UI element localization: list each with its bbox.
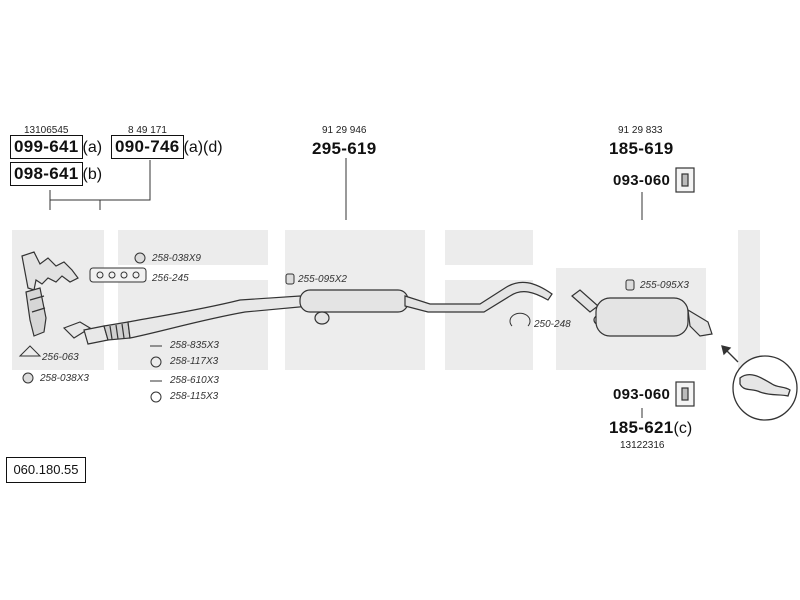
- part-number-p5[interactable]: 185-619: [609, 139, 674, 158]
- accessory-a4[interactable]: 258-038X3: [40, 373, 89, 384]
- accessory-a11[interactable]: 255-095X3: [640, 280, 689, 291]
- diagram-reference: 060.180.55: [6, 457, 86, 483]
- accessory-a10[interactable]: 250-248: [534, 319, 571, 330]
- part-number-p2[interactable]: 090-746: [111, 135, 184, 159]
- accessory-a3[interactable]: 256-063: [42, 352, 79, 363]
- accessory-a6[interactable]: 258-117X3: [170, 356, 219, 367]
- part-label-p8: 185-621(c): [609, 419, 692, 437]
- part-suffix-p8: (c): [673, 420, 693, 437]
- part-label-p1: 099-641(a): [10, 135, 103, 159]
- accessory-a5[interactable]: 258-835X3: [170, 340, 219, 351]
- part-label-p2: 090-746(a)(d): [111, 135, 223, 159]
- manifold-icon: [21, 251, 79, 337]
- part-number-p4[interactable]: 295-619: [312, 139, 377, 158]
- part-suffix-p3: (b): [82, 166, 103, 183]
- part-number-p1[interactable]: 099-641: [10, 135, 83, 159]
- accessory-a9[interactable]: 255-095X2: [298, 274, 347, 285]
- part-number-p6[interactable]: 093-060: [613, 172, 671, 189]
- part-label-p3: 098-641(b): [10, 162, 103, 186]
- part-number-p7[interactable]: 093-060: [613, 386, 671, 403]
- oem-number-middle: 91 29 946: [322, 125, 367, 136]
- oem-number-rear-alt: 13122316: [620, 440, 665, 451]
- accessory-a8[interactable]: 258-115X3: [170, 391, 219, 402]
- middle-silencer-icon: [299, 281, 553, 325]
- rear-silencer-icon: [571, 289, 713, 337]
- oem-number-manifold: 13106545: [24, 125, 69, 136]
- part-number-p3[interactable]: 098-641: [10, 162, 83, 186]
- gasket-strip-icon: [89, 267, 147, 283]
- part-number-p8[interactable]: 185-621: [609, 418, 674, 437]
- oem-number-rear: 91 29 833: [618, 125, 663, 136]
- clamp-icons: [18, 252, 635, 403]
- detail-zoom-icon: [721, 345, 798, 421]
- leader-lines: [49, 158, 643, 418]
- part-suffix-p2: (a)(d): [183, 139, 223, 156]
- accessory-a2[interactable]: 256-245: [152, 273, 189, 284]
- background-logo: [12, 230, 760, 370]
- accessory-a7[interactable]: 258-610X3: [170, 375, 219, 386]
- part-suffix-p1: (a): [82, 139, 103, 156]
- hanger-icons: [675, 167, 695, 407]
- front-pipe-icon: [62, 295, 312, 345]
- oem-number-catalyst: 8 49 171: [128, 125, 167, 136]
- accessory-a1[interactable]: 258-038X9: [152, 253, 201, 264]
